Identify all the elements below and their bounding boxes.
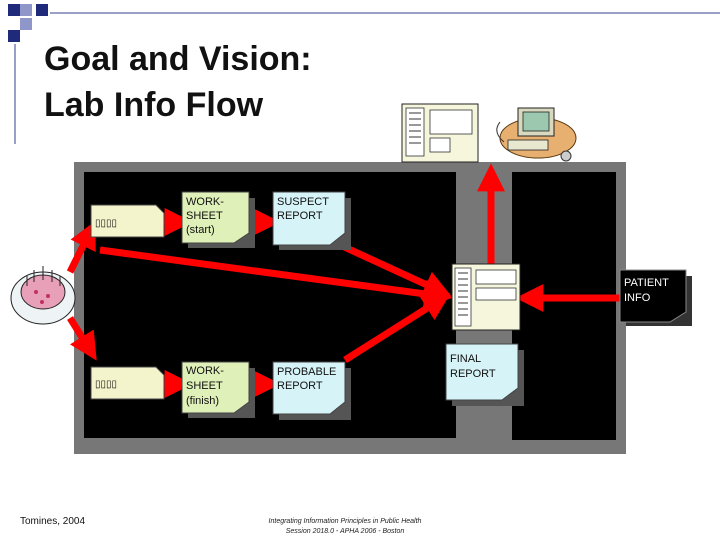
- worksheet-finish-line-1: WORK-: [186, 365, 224, 377]
- footer-session: Integrating Information Principles in Pu…: [230, 517, 460, 537]
- worksheet-start-card: WORK- SHEET (start): [181, 191, 255, 248]
- svg-text:SUSPECT REPORT: SUSPECT REPORT: [277, 196, 332, 222]
- worksheet-start-line-3: (start): [186, 224, 215, 236]
- svg-text:PROBABLE REPORT: PROBABLE REPORT: [277, 366, 339, 392]
- arrow-cake-to-ticket-bottom: [67, 316, 97, 361]
- ticket-bottom: ▯▯▯▯: [90, 366, 165, 400]
- patient-info-card: PATIENT INFO: [619, 269, 692, 326]
- page-title: Goal and Vision: Lab Info Flow: [44, 40, 312, 124]
- left-rule: [14, 44, 16, 144]
- flow-arrows: [66, 163, 622, 398]
- final-report-line-1: FINAL: [450, 353, 481, 365]
- ticket-top-label: ▯▯▯▯: [95, 218, 117, 229]
- corner-square-dark-2: [36, 4, 48, 16]
- footer-session-line-1: Integrating Information Principles in Pu…: [268, 518, 422, 525]
- final-report-card: FINAL REPORT: [445, 343, 524, 406]
- worksheet-finish-line-2: SHEET: [186, 380, 223, 392]
- worksheet-finish-line-3: (finish): [186, 395, 219, 407]
- arrow-cake-to-ticket-top: [66, 220, 96, 274]
- worksheet-start-line-1: WORK-: [186, 196, 224, 208]
- worksheet-start-line-2: SHEET: [186, 210, 223, 222]
- corner-square-light-2: [20, 18, 32, 30]
- server-tower-icon: [451, 263, 521, 331]
- probable-report-card: PROBABLE REPORT: [272, 361, 351, 420]
- top-rule: [50, 12, 720, 14]
- top-server-icon: [401, 103, 479, 163]
- computer-workstation-icon: [496, 107, 577, 162]
- svg-text:FINAL REPORT: FINAL REPORT: [450, 353, 496, 380]
- patient-info-line-2: INFO: [624, 292, 651, 304]
- corner-square-dark-3: [8, 30, 20, 42]
- ticket-bottom-label: ▯▯▯▯: [95, 379, 117, 390]
- suspect-report-card: SUSPECT REPORT: [272, 191, 351, 250]
- final-report-line-2: REPORT: [450, 368, 496, 380]
- footer-session-line-2: Session 2018.0 - APHA 2006 - Boston: [285, 528, 405, 535]
- probable-report-line-1: PROBABLE: [277, 366, 336, 378]
- specimen-cake-icon: [10, 266, 76, 325]
- svg-text:WORK- SHEET (finis: WORK- SHEET (finish): [186, 365, 227, 407]
- arrow-probable-to-server: [343, 293, 451, 363]
- suspect-report-line-2: REPORT: [277, 210, 323, 222]
- suspect-report-line-1: SUSPECT: [277, 196, 329, 208]
- arrow-worksheet-start-to-server: [99, 246, 453, 308]
- patient-info-line-1: PATIENT: [624, 277, 669, 289]
- corner-square-dark-1: [8, 4, 20, 16]
- worksheet-finish-card: WORK- SHEET (finish): [181, 361, 255, 418]
- probable-report-line-2: REPORT: [277, 380, 323, 392]
- report-panel: [512, 172, 616, 440]
- svg-text:PATIENT INFO: PATIENT INFO: [624, 277, 672, 304]
- footer-author: Tomines, 2004: [20, 516, 86, 527]
- corner-square-light-1: [20, 4, 32, 16]
- ticket-top: ▯▯▯▯: [90, 204, 165, 238]
- svg-text:WORK- SHEET (start: WORK- SHEET (start): [186, 196, 227, 236]
